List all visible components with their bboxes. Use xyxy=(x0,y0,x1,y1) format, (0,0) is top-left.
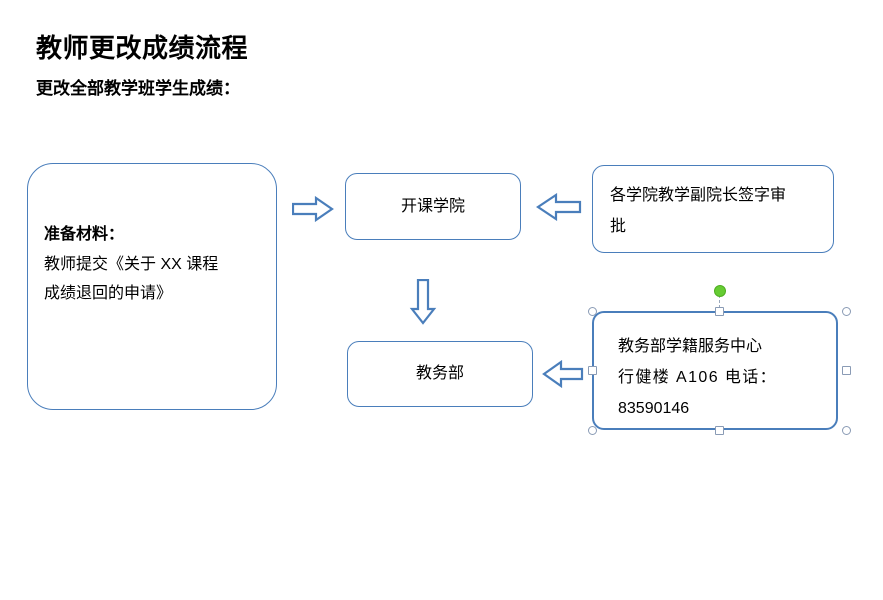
resize-handle-middle-left[interactable] xyxy=(588,366,597,375)
arrow-down-icon xyxy=(409,278,437,330)
service-center-line-2: 行健楼 A106 电话： xyxy=(618,369,778,387)
resize-handle-top-center[interactable] xyxy=(715,307,724,316)
service-center-text: 教务部学籍服务中心 行健楼 A106 电话： 83590146 xyxy=(618,331,830,425)
academic-affairs-box[interactable]: 教务部 xyxy=(347,341,533,407)
service-center-line-1: 教务部学籍服务中心 xyxy=(618,338,763,355)
approval-box-text: 各学院教学副院长签字审 批 xyxy=(610,180,827,242)
approval-box-line-2: 批 xyxy=(610,218,627,236)
service-center-line-3: 83590146 xyxy=(618,400,690,418)
resize-handle-bottom-right[interactable] xyxy=(842,426,851,435)
prepare-materials-text: 准备材料： 教师提交《关于 XX 课程 成绩退回的申请》 xyxy=(44,220,268,309)
resize-handle-middle-right[interactable] xyxy=(842,366,851,375)
approval-box-line-1: 各学院教学副院长签字审 xyxy=(610,187,787,204)
page-title: 教师更改成绩流程 xyxy=(36,33,249,63)
page-subtitle: 更改全部教学班学生成绩： xyxy=(36,79,240,98)
approval-box[interactable]: 各学院教学副院长签字审 批 xyxy=(592,165,834,253)
prepare-materials-heading: 准备材料： xyxy=(44,226,125,243)
college-box[interactable]: 开课学院 xyxy=(345,173,521,240)
rotation-handle-stem xyxy=(719,295,720,313)
resize-handle-bottom-center[interactable] xyxy=(715,426,724,435)
academic-affairs-box-label: 教务部 xyxy=(415,365,464,383)
prepare-materials-line-2: 成绩退回的申请》 xyxy=(44,285,173,303)
resize-handle-top-right[interactable] xyxy=(842,307,851,316)
arrow-left-icon-service xyxy=(542,359,584,393)
prepare-materials-line-1: 教师提交《关于 XX 课程 xyxy=(44,255,219,273)
rotation-handle[interactable] xyxy=(714,285,726,297)
resize-handle-top-left[interactable] xyxy=(588,307,597,316)
arrow-left-icon-approval xyxy=(536,192,582,226)
prepare-materials-box[interactable]: 准备材料： 教师提交《关于 XX 课程 成绩退回的申请》 xyxy=(27,163,277,410)
service-center-box[interactable]: 教务部学籍服务中心 行健楼 A106 电话： 83590146 xyxy=(592,311,838,430)
resize-handle-bottom-left[interactable] xyxy=(588,426,597,435)
college-box-label: 开课学院 xyxy=(400,197,465,215)
arrow-right-icon xyxy=(291,195,334,227)
